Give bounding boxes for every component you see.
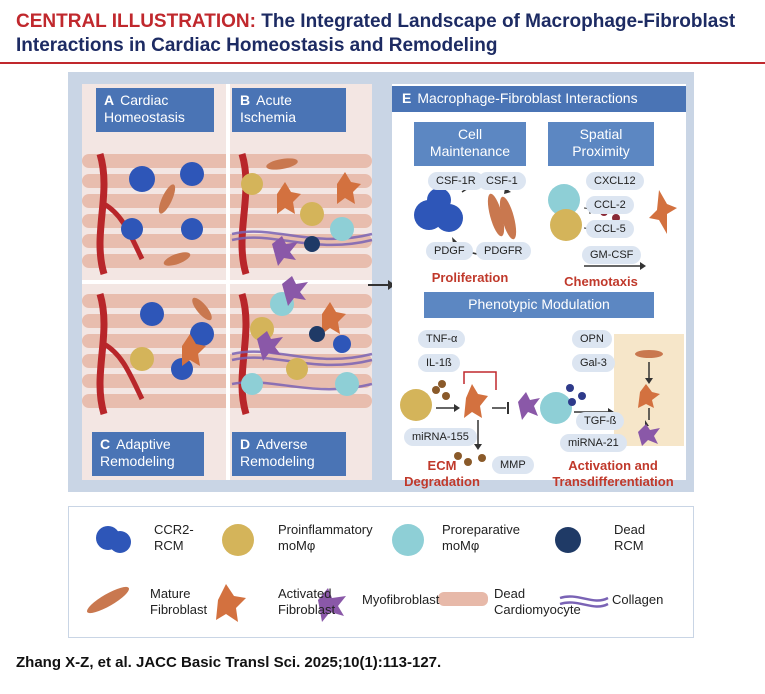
label-ccl-2: CCL-2	[586, 196, 634, 214]
legend-collagen: Collagen	[612, 592, 664, 607]
label-tnf-alpha: TNF-α	[418, 330, 466, 348]
spatial-proximity-title: Spatial Proximity	[548, 122, 654, 166]
outcome-chemotaxis: Chemotaxis	[564, 274, 638, 289]
legend-dead-rcm: Dead RCM	[614, 522, 646, 553]
panel-d-letter: D	[240, 436, 251, 452]
label-gal-3: Gal-3	[572, 354, 615, 372]
panel-a-letter: A	[104, 92, 115, 108]
legend-proinflammatory: Proinflammatory moMφ	[278, 522, 373, 553]
legend-myofibroblast-icon	[318, 588, 346, 622]
panel-b-text: Acute Ischemia	[240, 92, 297, 125]
legend-mature-fibroblast-icon	[87, 586, 129, 614]
citation: Zhang X-Z, et al. JACC Basic Transl Sci.…	[16, 654, 442, 671]
phenotypic-modulation-title: Phenotypic Modulation	[424, 292, 654, 318]
legend-ccr2-rcm: CCR2- RCM	[154, 522, 194, 553]
legend-dead-cardiomyocyte-icon	[438, 592, 488, 606]
label-pdgf: PDGF	[426, 242, 473, 260]
legend-dead-rcm-icon	[555, 527, 581, 553]
legend-activated-fibroblast: Activated Fibroblast	[278, 586, 336, 617]
phenotypic-modulation-illustration	[400, 334, 684, 466]
legend-dead-cardiomyocyte: Dead Cardiomyocyte	[494, 586, 581, 617]
legend-mature-fibroblast: Mature Fibroblast	[150, 586, 208, 617]
legend-activated-fibroblast-icon	[216, 584, 246, 622]
cell-maintenance-illustration	[414, 182, 517, 255]
panel-c-letter: C	[100, 436, 111, 452]
label-pdgfr: PDGFR	[476, 242, 531, 260]
panel-d-text: Adverse Remodeling	[240, 436, 315, 469]
arrow-right-icon	[368, 280, 395, 290]
figure-title: CENTRAL ILLUSTRATION: The Integrated Lan…	[16, 10, 751, 58]
panel-e-text: Macrophage-Fibroblast Interactions	[417, 90, 638, 106]
legend-proreparative-icon	[392, 524, 424, 556]
panel-b-letter: B	[240, 92, 251, 108]
outcome-activation-transdifferentiation: Activation and Transdifferentiation	[552, 458, 674, 489]
label-mirna-21: miRNA-21	[560, 434, 627, 452]
label-gm-csf: GM-CSF	[582, 246, 642, 264]
legend-ccr2-rcm-icon	[96, 526, 131, 553]
panel-e-letter: E	[402, 90, 412, 106]
legend-icons	[87, 524, 609, 622]
cell-maintenance-title: Cell Maintenance	[414, 122, 526, 166]
title-lead: CENTRAL ILLUSTRATION:	[16, 11, 256, 32]
legend-collagen-icon	[559, 595, 609, 608]
outcome-ecm-degradation: ECM Degradation	[404, 458, 480, 489]
title-rule	[0, 62, 765, 64]
label-il-1b: IL-1ß	[418, 354, 460, 372]
label-cxcl12: CXCL12	[586, 172, 644, 190]
legend	[68, 506, 694, 638]
label-mirna-155: miRNA-155	[404, 428, 477, 446]
title-text: The Integrated Landscape of Macrophage-F…	[16, 11, 736, 56]
label-csf-1r: CSF-1R	[428, 172, 484, 190]
panel-e-label: E Macrophage-Fibroblast Interactions	[392, 86, 686, 112]
legend-proreparative: Proreparative moMφ	[442, 522, 521, 553]
label-tgf-b: TGF-ß	[576, 412, 625, 430]
outcome-proliferation: Proliferation	[431, 270, 509, 285]
legend-myofibroblast: Myofibroblast	[362, 592, 440, 607]
legend-proinflammatory-icon	[222, 524, 254, 556]
label-ccl-5: CCL-5	[586, 220, 634, 238]
label-csf-1: CSF-1	[478, 172, 526, 190]
tissue-illustration	[82, 84, 373, 480]
panel-c-text: Adaptive Remodeling	[100, 436, 175, 469]
label-opn: OPN	[572, 330, 612, 348]
panel-a-text: Cardiac Homeostasis	[104, 92, 185, 125]
label-mmp: MMP	[492, 456, 534, 474]
